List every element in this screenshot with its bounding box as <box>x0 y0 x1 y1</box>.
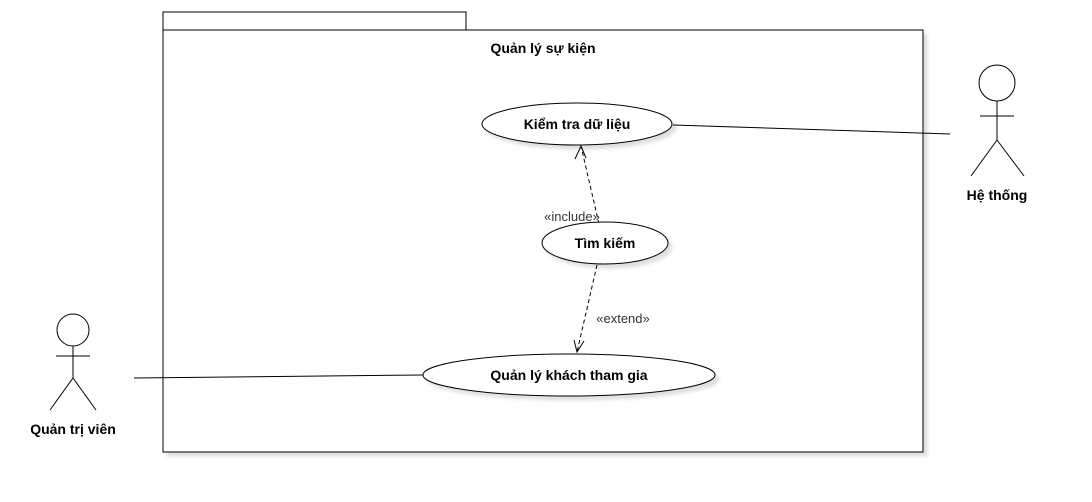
use-case-ellipse <box>422 353 716 397</box>
actor-system[interactable]: Hệ thống <box>967 64 1028 203</box>
package-title: Quản lý sự kiện <box>490 40 595 56</box>
association-system-check-data <box>672 124 951 135</box>
actor-admin[interactable]: Quản trị viên <box>30 313 116 437</box>
actor-label: Quản trị viên <box>30 421 116 437</box>
use-case-check-data[interactable]: Kiểm tra dữ liệu <box>481 102 673 146</box>
use-case-manage-guests[interactable]: Quản lý khách tham gia <box>422 353 716 397</box>
extend-arrowhead <box>573 339 585 354</box>
include-arrowhead <box>574 144 587 160</box>
use-case-search[interactable]: Tìm kiếm <box>541 221 669 265</box>
stick-figure-icon <box>970 64 1025 177</box>
use-case-label: Quản lý khách tham gia <box>490 367 647 383</box>
include-label: «include» <box>544 209 600 224</box>
package-tab <box>162 11 467 31</box>
extend-relation: «extend» <box>573 264 650 354</box>
extend-line <box>576 264 598 353</box>
use-case-label: Kiểm tra dữ liệu <box>524 116 631 132</box>
actor-label: Hệ thống <box>967 187 1028 203</box>
use-case-ellipse <box>541 221 669 265</box>
extend-label: «extend» <box>596 311 650 326</box>
use-case-label: Tìm kiếm <box>575 235 636 251</box>
stick-figure-icon <box>49 313 97 411</box>
association-admin-manage-guests <box>133 374 424 379</box>
include-relation: «include» <box>544 144 600 225</box>
use-case-ellipse <box>481 102 673 146</box>
include-line <box>580 145 600 225</box>
